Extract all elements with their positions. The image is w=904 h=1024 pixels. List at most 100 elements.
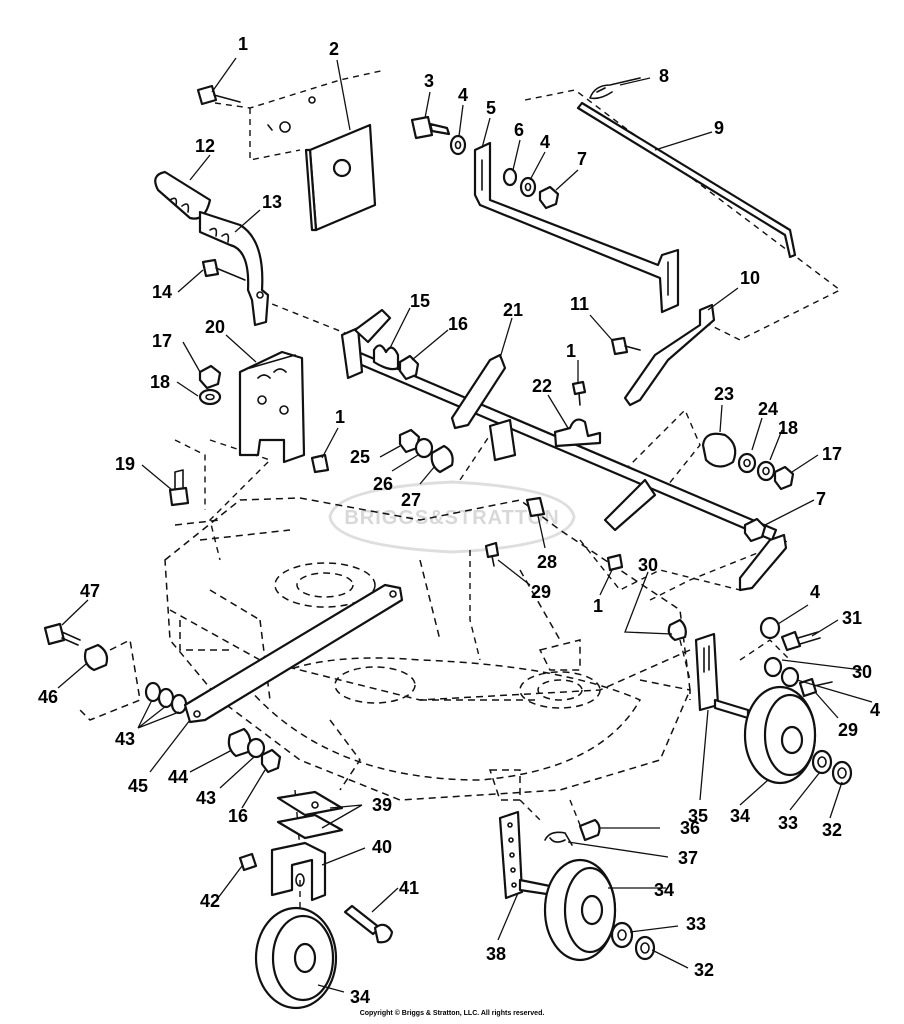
part-arm-21 xyxy=(450,353,517,462)
part-axle-bolt-41 xyxy=(343,904,394,944)
part-wheel-34c xyxy=(743,685,817,785)
part-bolt-1b xyxy=(571,380,587,406)
part-link-bar-45 xyxy=(183,583,404,724)
part-bushing-27 xyxy=(430,444,454,474)
callout-25: 25 xyxy=(350,447,370,467)
part-pin-36 xyxy=(578,818,601,842)
part-bolt-47 xyxy=(43,622,81,646)
part-retainer-32b xyxy=(634,935,656,961)
copyright-text: Copyright © Briggs & Stratton, LLC. All … xyxy=(359,1010,545,1017)
callout-6: 6 xyxy=(514,120,524,140)
callout-17: 17 xyxy=(152,331,172,351)
part-bolt-1 xyxy=(196,84,241,106)
callout-44: 44 xyxy=(168,767,188,787)
callout-1: 1 xyxy=(593,596,603,616)
callout-33: 33 xyxy=(686,914,706,934)
part-washer-18a xyxy=(198,388,222,406)
callout-40: 40 xyxy=(372,837,392,857)
part-nut-7 xyxy=(538,185,560,210)
part-plates-39 xyxy=(276,790,344,840)
part-washer-26 xyxy=(414,437,434,459)
part-end-arm xyxy=(738,533,788,592)
callout-4: 4 xyxy=(810,582,820,602)
part-bushing-clamp-22 xyxy=(553,418,602,448)
part-caster-bracket-40 xyxy=(270,841,327,902)
callout-15: 15 xyxy=(410,291,430,311)
callout-43: 43 xyxy=(115,729,135,749)
callout-8: 8 xyxy=(659,66,669,86)
callout-28: 28 xyxy=(537,552,557,572)
part-bolt-1c xyxy=(310,453,330,474)
callout-5: 5 xyxy=(486,98,496,118)
callout-7: 7 xyxy=(577,149,587,169)
callout-37: 37 xyxy=(678,848,698,868)
part-bolt-1d xyxy=(606,553,624,572)
part-caster-38 xyxy=(498,810,562,900)
callout-22: 22 xyxy=(532,376,552,396)
callout-1: 1 xyxy=(335,407,345,427)
callout-43: 43 xyxy=(196,788,216,808)
callout-47: 47 xyxy=(80,581,100,601)
callout-34: 34 xyxy=(730,806,750,826)
callout-16: 16 xyxy=(448,314,468,334)
callout-38: 38 xyxy=(486,944,506,964)
callout-45: 45 xyxy=(128,776,148,796)
part-bolt-29a xyxy=(484,541,500,567)
part-nut-17a xyxy=(198,364,222,390)
callout-24: 24 xyxy=(758,399,778,419)
part-bolt-28 xyxy=(525,496,546,518)
part-plate-2 xyxy=(304,123,377,232)
callout-26: 26 xyxy=(373,474,393,494)
part-washer-4d xyxy=(780,666,800,688)
callout-2: 2 xyxy=(329,39,339,59)
callout-29: 29 xyxy=(838,720,858,740)
callout-18: 18 xyxy=(150,372,170,392)
callout-19: 19 xyxy=(115,454,135,474)
leader-lines xyxy=(57,57,873,993)
part-wheel-34b xyxy=(543,858,617,962)
part-nut-7b xyxy=(743,517,767,543)
callout-46: 46 xyxy=(38,687,58,707)
callout-4: 4 xyxy=(870,700,880,720)
part-washer-43b xyxy=(246,737,266,759)
part-arm-10 xyxy=(623,303,716,407)
callout-12: 12 xyxy=(195,136,215,156)
part-retainer-32a xyxy=(831,760,853,786)
callout-13: 13 xyxy=(262,192,282,212)
watermark-text: BRIGGS&STRATTON xyxy=(344,507,559,529)
callout-30: 30 xyxy=(852,662,872,682)
part-bolt-31 xyxy=(780,630,821,652)
part-spacer-46 xyxy=(83,643,109,672)
callout-1: 1 xyxy=(566,341,576,361)
part-washers-43a xyxy=(144,681,188,715)
part-spacer-6 xyxy=(502,167,518,187)
part-bolt-11 xyxy=(610,336,641,356)
callout-35: 35 xyxy=(688,806,708,826)
callout-labels: 1 2 3 4 5 6 4 7 8 9 10 11 12 13 14 15 16… xyxy=(38,34,880,1007)
part-bracket-20 xyxy=(238,350,306,464)
callout-34: 34 xyxy=(654,880,674,900)
part-washer-4 xyxy=(449,134,467,156)
callout-33: 33 xyxy=(778,813,798,833)
part-hairpin-8 xyxy=(589,77,641,100)
callout-16: 16 xyxy=(228,806,248,826)
callout-30: 30 xyxy=(638,555,658,575)
part-lift-link-5 xyxy=(473,141,680,314)
callout-10: 10 xyxy=(740,268,760,288)
callout-14: 14 xyxy=(152,282,172,302)
callout-9: 9 xyxy=(714,118,724,138)
part-nut-16b xyxy=(260,748,282,774)
callout-23: 23 xyxy=(714,384,734,404)
callout-34: 34 xyxy=(350,987,370,1007)
callout-32: 32 xyxy=(694,960,714,980)
callout-36: 36 xyxy=(680,818,700,838)
callout-11: 11 xyxy=(570,294,589,314)
part-caster-35 xyxy=(694,632,750,720)
part-bolt-14 xyxy=(201,258,246,281)
callout-3: 3 xyxy=(424,71,434,91)
part-spacer-30b xyxy=(763,656,783,678)
part-clip-37 xyxy=(544,831,573,846)
callout-4: 4 xyxy=(540,132,550,152)
part-wheel-34a xyxy=(254,906,338,1010)
part-shaft-end-bracket xyxy=(340,308,392,380)
